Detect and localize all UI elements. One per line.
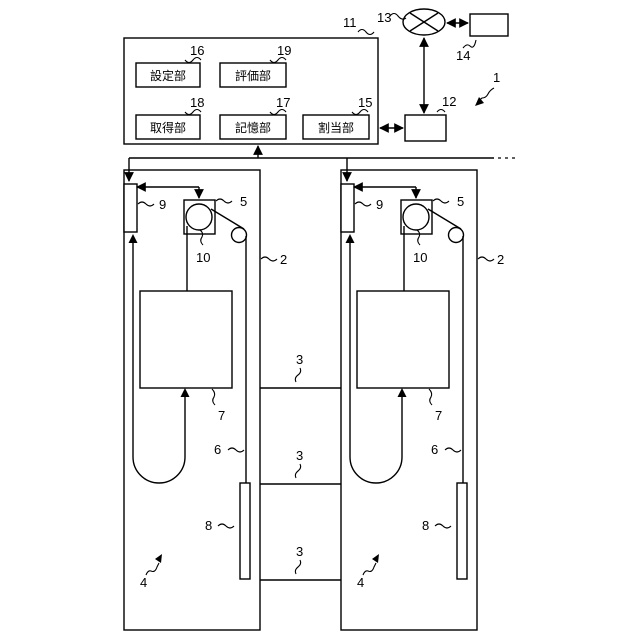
- ref-13: 13: [377, 10, 391, 25]
- ref-7-right-leader: [429, 389, 432, 405]
- ref-2-right: 2: [497, 252, 504, 267]
- terminal-box: [470, 14, 508, 36]
- control-panel-right: [341, 184, 354, 232]
- ref-3-lower-leader: [295, 560, 300, 574]
- ref-6-left: 6: [214, 442, 221, 457]
- ref-5-left: 5: [240, 194, 247, 209]
- floor-lines: 3 3 3: [260, 352, 341, 580]
- ref-9-right-leader: [355, 202, 371, 206]
- elevator-right: 9 5 10 2 7 6 8 4: [341, 170, 504, 630]
- cable-arrow-panel-right: [346, 234, 355, 243]
- car-right: [357, 291, 449, 388]
- hoist-box-left: [184, 200, 215, 234]
- interface-box: [405, 115, 446, 141]
- ref-2-left: 2: [280, 252, 287, 267]
- signal-bus: [129, 146, 518, 181]
- ref-4-right-leader: [363, 563, 376, 575]
- ref-14-leader: [463, 40, 476, 48]
- ref-3-lower: 3: [296, 544, 303, 559]
- ref-15: 15: [358, 95, 372, 110]
- storage-unit-label: 記憶部: [235, 120, 271, 135]
- ref-14: 14: [456, 48, 470, 63]
- cable-arrow-car-right: [398, 388, 407, 397]
- ref-19: 19: [277, 43, 291, 58]
- ref-16: 16: [190, 43, 204, 58]
- ref-11-leader: [358, 30, 374, 35]
- ref-4-left: 4: [140, 575, 147, 590]
- ref-17: 17: [276, 95, 290, 110]
- setting-unit-label: 設定部: [150, 68, 186, 83]
- ref-5-right: 5: [457, 194, 464, 209]
- rope-over-left: [211, 209, 244, 229]
- ref-9-right: 9: [376, 197, 383, 212]
- ref-7-left: 7: [218, 408, 225, 423]
- cable-arrow-car-left: [181, 388, 190, 397]
- ref-12-leader: [437, 110, 445, 113]
- cable-arrow-panel-left: [129, 234, 138, 243]
- ref-11: 11: [343, 15, 357, 30]
- ref-6-right-leader: [445, 448, 461, 452]
- rope-over-right: [428, 209, 461, 229]
- ref-9-left-leader: [138, 202, 154, 206]
- ref-6-left-leader: [228, 448, 244, 452]
- ref-2-right-leader: [478, 257, 494, 261]
- ref-3-middle: 3: [296, 448, 303, 463]
- ref-2-left-leader: [261, 257, 277, 261]
- ref-4-right: 4: [357, 575, 364, 590]
- ref-5-right-leader: [433, 199, 449, 203]
- acquisition-unit-label: 取得部: [150, 120, 186, 135]
- ref-3-upper-leader: [295, 368, 300, 382]
- ref-3-upper: 3: [296, 352, 303, 367]
- control-panel-left: [124, 184, 137, 232]
- ref-7-left-leader: [212, 389, 215, 405]
- ref-4-left-arrowhead: [155, 554, 162, 563]
- ref-4-right-arrowhead: [372, 554, 379, 563]
- ref-18: 18: [190, 95, 204, 110]
- counterweight-left: [240, 483, 250, 579]
- car-left: [140, 291, 232, 388]
- ref-8-right-leader: [435, 524, 451, 528]
- deflector-pulley-left: [232, 228, 247, 243]
- counterweight-right: [457, 483, 467, 579]
- allocation-unit-label: 割当部: [318, 120, 354, 135]
- ref-9-left: 9: [159, 197, 166, 212]
- ref-5-left-leader: [216, 199, 232, 203]
- ref-10-left: 10: [196, 250, 210, 265]
- deflector-pulley-right: [449, 228, 464, 243]
- group-controller: 設定部 評価部 取得部 記憶部 割当部: [124, 38, 378, 144]
- ref-6-right: 6: [431, 442, 438, 457]
- elevator-left: 9 5 10 2 7 6 8 4: [124, 170, 287, 630]
- ref-3-middle-leader: [295, 464, 300, 478]
- ref-1: 1: [493, 70, 500, 85]
- ref-8-right: 8: [422, 518, 429, 533]
- ref-8-left-leader: [218, 524, 234, 528]
- ref-8-left: 8: [205, 518, 212, 533]
- evaluation-unit-label: 評価部: [235, 68, 271, 83]
- ref-10-right: 10: [413, 250, 427, 265]
- hoist-box-right: [401, 200, 432, 234]
- ref-4-left-leader: [146, 563, 159, 575]
- ref-7-right: 7: [435, 408, 442, 423]
- external-connection: 13 14 12 1: [377, 9, 508, 141]
- ref-12: 12: [442, 94, 456, 109]
